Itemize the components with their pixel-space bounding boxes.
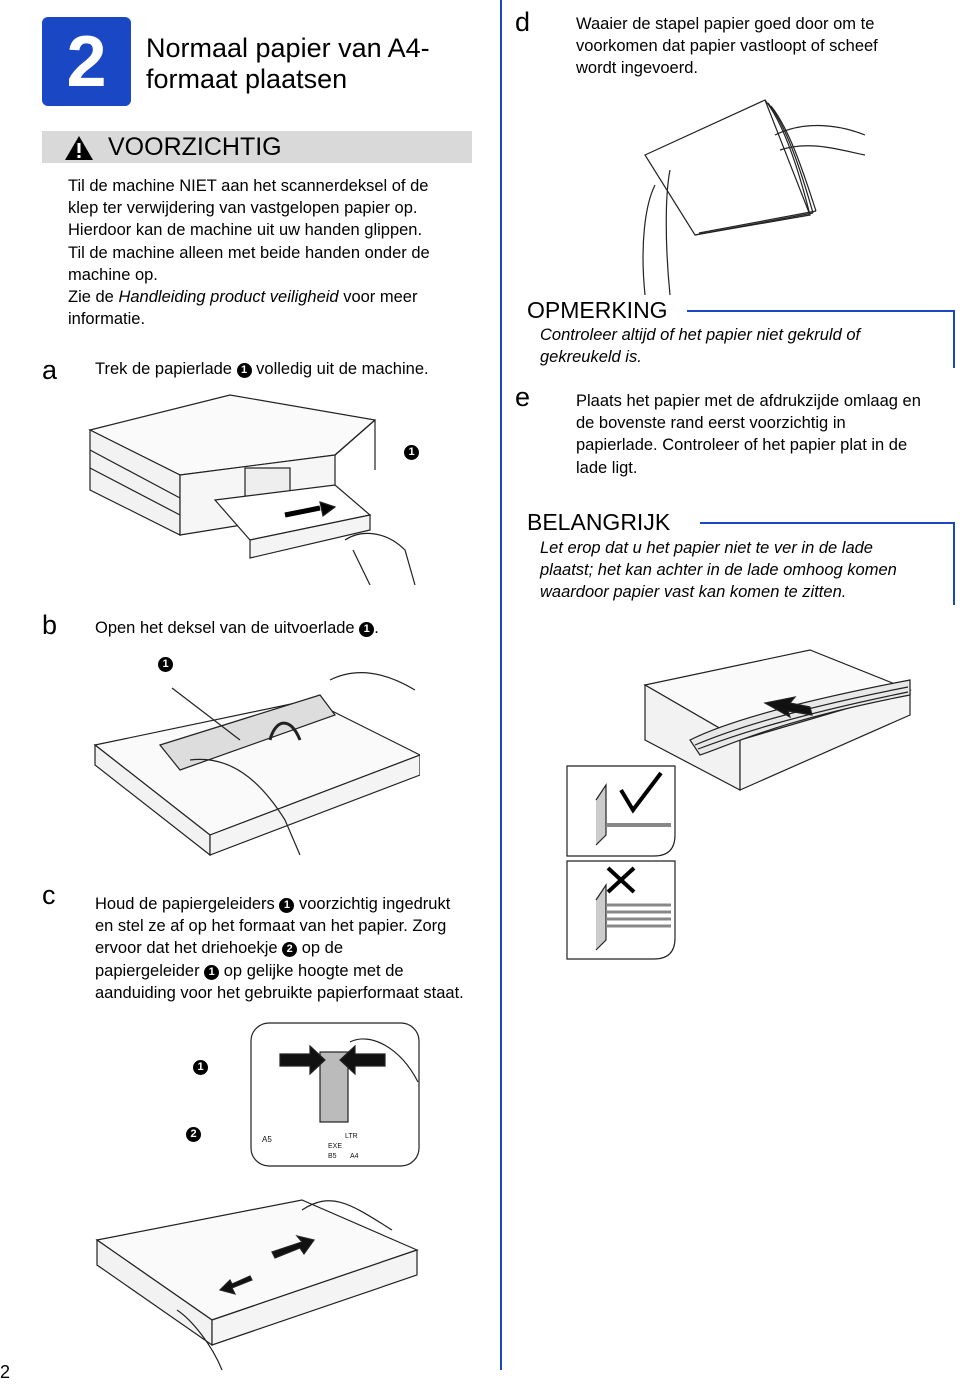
caution-line: machine op. [68,265,158,284]
paper-loaded-tray-illustration [643,649,912,791]
step-letter-a: a [42,355,58,385]
step-d-text: Waaier de stapel papier goed door om te … [576,13,946,80]
step-e-line: lade ligt. [576,458,638,477]
label-a5: A5 [262,1135,272,1144]
note-line: gekreukeld is. [540,348,642,366]
step-c-line: aanduiding voor het gebruikte papierform… [95,983,464,1002]
important-body: Let erop dat u het papier niet te ver in… [540,537,950,603]
step-c-text-part: op de [297,939,343,958]
callout-1: 1 [158,657,173,672]
step-c-text-part: papiergeleider [95,961,205,980]
printer-illustration [88,394,416,585]
step-b-text: Open het deksel van de uitvoerlade 1. [95,617,379,639]
step-c-line: Houd de papiergeleiders 1 voorzichtig in… [95,893,495,915]
correct-placement-detail [566,765,676,857]
caution-reference: Zie de Handleiding product veiligheid vo… [68,286,468,308]
caution-ref-title: Handleiding product veiligheid [118,288,339,307]
step-number-badge: 2 [42,17,131,106]
step-letter-d: d [515,7,531,37]
important-rule-vertical [953,522,955,605]
important-line: waardoor papier vast kan komen te zitten… [540,583,847,601]
callout-2: 2 [282,942,298,958]
step-c-line: ervoor dat het driehoekje 2 op de [95,937,495,959]
callout-2: 2 [186,1127,201,1142]
callout-1: 1 [279,898,295,913]
step-a-text-part: volledig uit de machine. [251,360,429,378]
important-line: plaatst; het kan achter in de lade omhoo… [540,561,897,579]
caution-ref-text: Zie de [68,288,119,307]
figure-b-callout: 1 [158,655,173,673]
callout-1: 1 [204,964,220,980]
figure-c-callout-1: 1 [193,1058,208,1076]
step-d-line: Waaier de stapel papier goed door om te [576,15,875,33]
step-a-text-part: Trek de papierlade [95,360,237,378]
column-divider [500,0,502,1370]
note-rule [687,310,955,312]
label-a4: A4 [350,1153,359,1160]
cross-mark-icon [606,866,636,894]
step-e-text: Plaats het papier met de afdrukzijde oml… [576,390,956,479]
incorrect-placement-detail [566,860,676,960]
important-line: Let erop dat u het papier niet te ver in… [540,539,873,557]
note-body: Controleer altijd of het papier niet gek… [540,324,940,368]
step-c-text-part: op gelijke hoogte met de [219,961,404,980]
callout-1: 1 [236,363,252,378]
paper-guide-zoom-illustration: A5 LTR EXE B5 A4 [250,1022,420,1167]
step-e-line: de bovenste rand eerst voorzichtig in [576,414,846,433]
callout-1: 1 [359,622,375,637]
step-letter-e: e [515,382,531,412]
paper-tray-illustration [95,1199,419,1370]
label-ltr: LTR [345,1133,358,1140]
step-c-text-part: Houd de papiergeleiders [95,895,280,913]
step-d-line: wordt ingevoerd. [576,59,698,78]
fanning-paper-illustration [642,99,865,295]
step-c-line: papiergeleider 1 op gelijke hoogte met d… [95,960,495,982]
caution-line: Til de machine NIET aan het scannerdekse… [68,177,429,195]
figure-a-callout: 1 [404,443,419,461]
figure-c-callout-2: 2 [186,1125,201,1143]
check-mark-icon [619,771,663,814]
important-rule [700,522,955,524]
tray-cover-illustration [93,672,420,857]
note-rule-vertical [953,310,955,368]
caution-line: informatie. [68,310,146,329]
step-e-line: papierlade. Controleer of het papier pla… [576,436,908,455]
step-e-line: Plaats het papier met de afdrukzijde oml… [576,392,921,410]
important-heading: BELANGRIJK [527,509,671,535]
step-c-line: en stel ze af op het formaat van het pap… [95,917,447,936]
caution-bar [42,131,472,163]
caution-line: Hierdoor kan de machine uit uw handen gl… [68,221,423,240]
callout-1: 1 [404,445,419,460]
warning-icon [65,136,93,160]
step-c-text: Houd de papiergeleiders 1 voorzichtig in… [95,893,495,1004]
caution-line: klep ter verwijdering van vastgelopen pa… [68,199,418,218]
caution-body: Til de machine NIET aan het scannerdekse… [68,175,468,330]
callout-1: 1 [193,1060,208,1075]
step-a-text: Trek de papierlade 1 volledig uit de mac… [95,358,429,380]
step-letter-b: b [42,610,58,640]
step-c-text-part: ervoor dat het driehoekje [95,939,283,958]
page-number: 2 [0,1362,11,1382]
step-d-line: voorkomen dat papier vastloopt of scheef [576,37,878,56]
caution-label: VOORZICHTIG [108,133,282,161]
note-line: Controleer altijd of het papier niet gek… [540,326,861,344]
step-b-text-part: . [374,619,379,637]
caution-line: Til de machine alleen met beide handen o… [68,243,430,262]
caution-ref-text: voor meer [338,288,418,307]
label-b5: B5 [328,1153,337,1160]
label-exe: EXE [328,1143,342,1150]
note-heading: OPMERKING [527,297,668,323]
step-letter-c: c [42,880,56,910]
step-number: 2 [66,21,107,102]
step-c-text-part: voorzichtig ingedrukt [294,895,451,913]
page-title: Normaal papier van A4-formaat plaatsen [146,33,430,94]
step-b-text-part: Open het deksel van de uitvoerlade [95,619,360,637]
